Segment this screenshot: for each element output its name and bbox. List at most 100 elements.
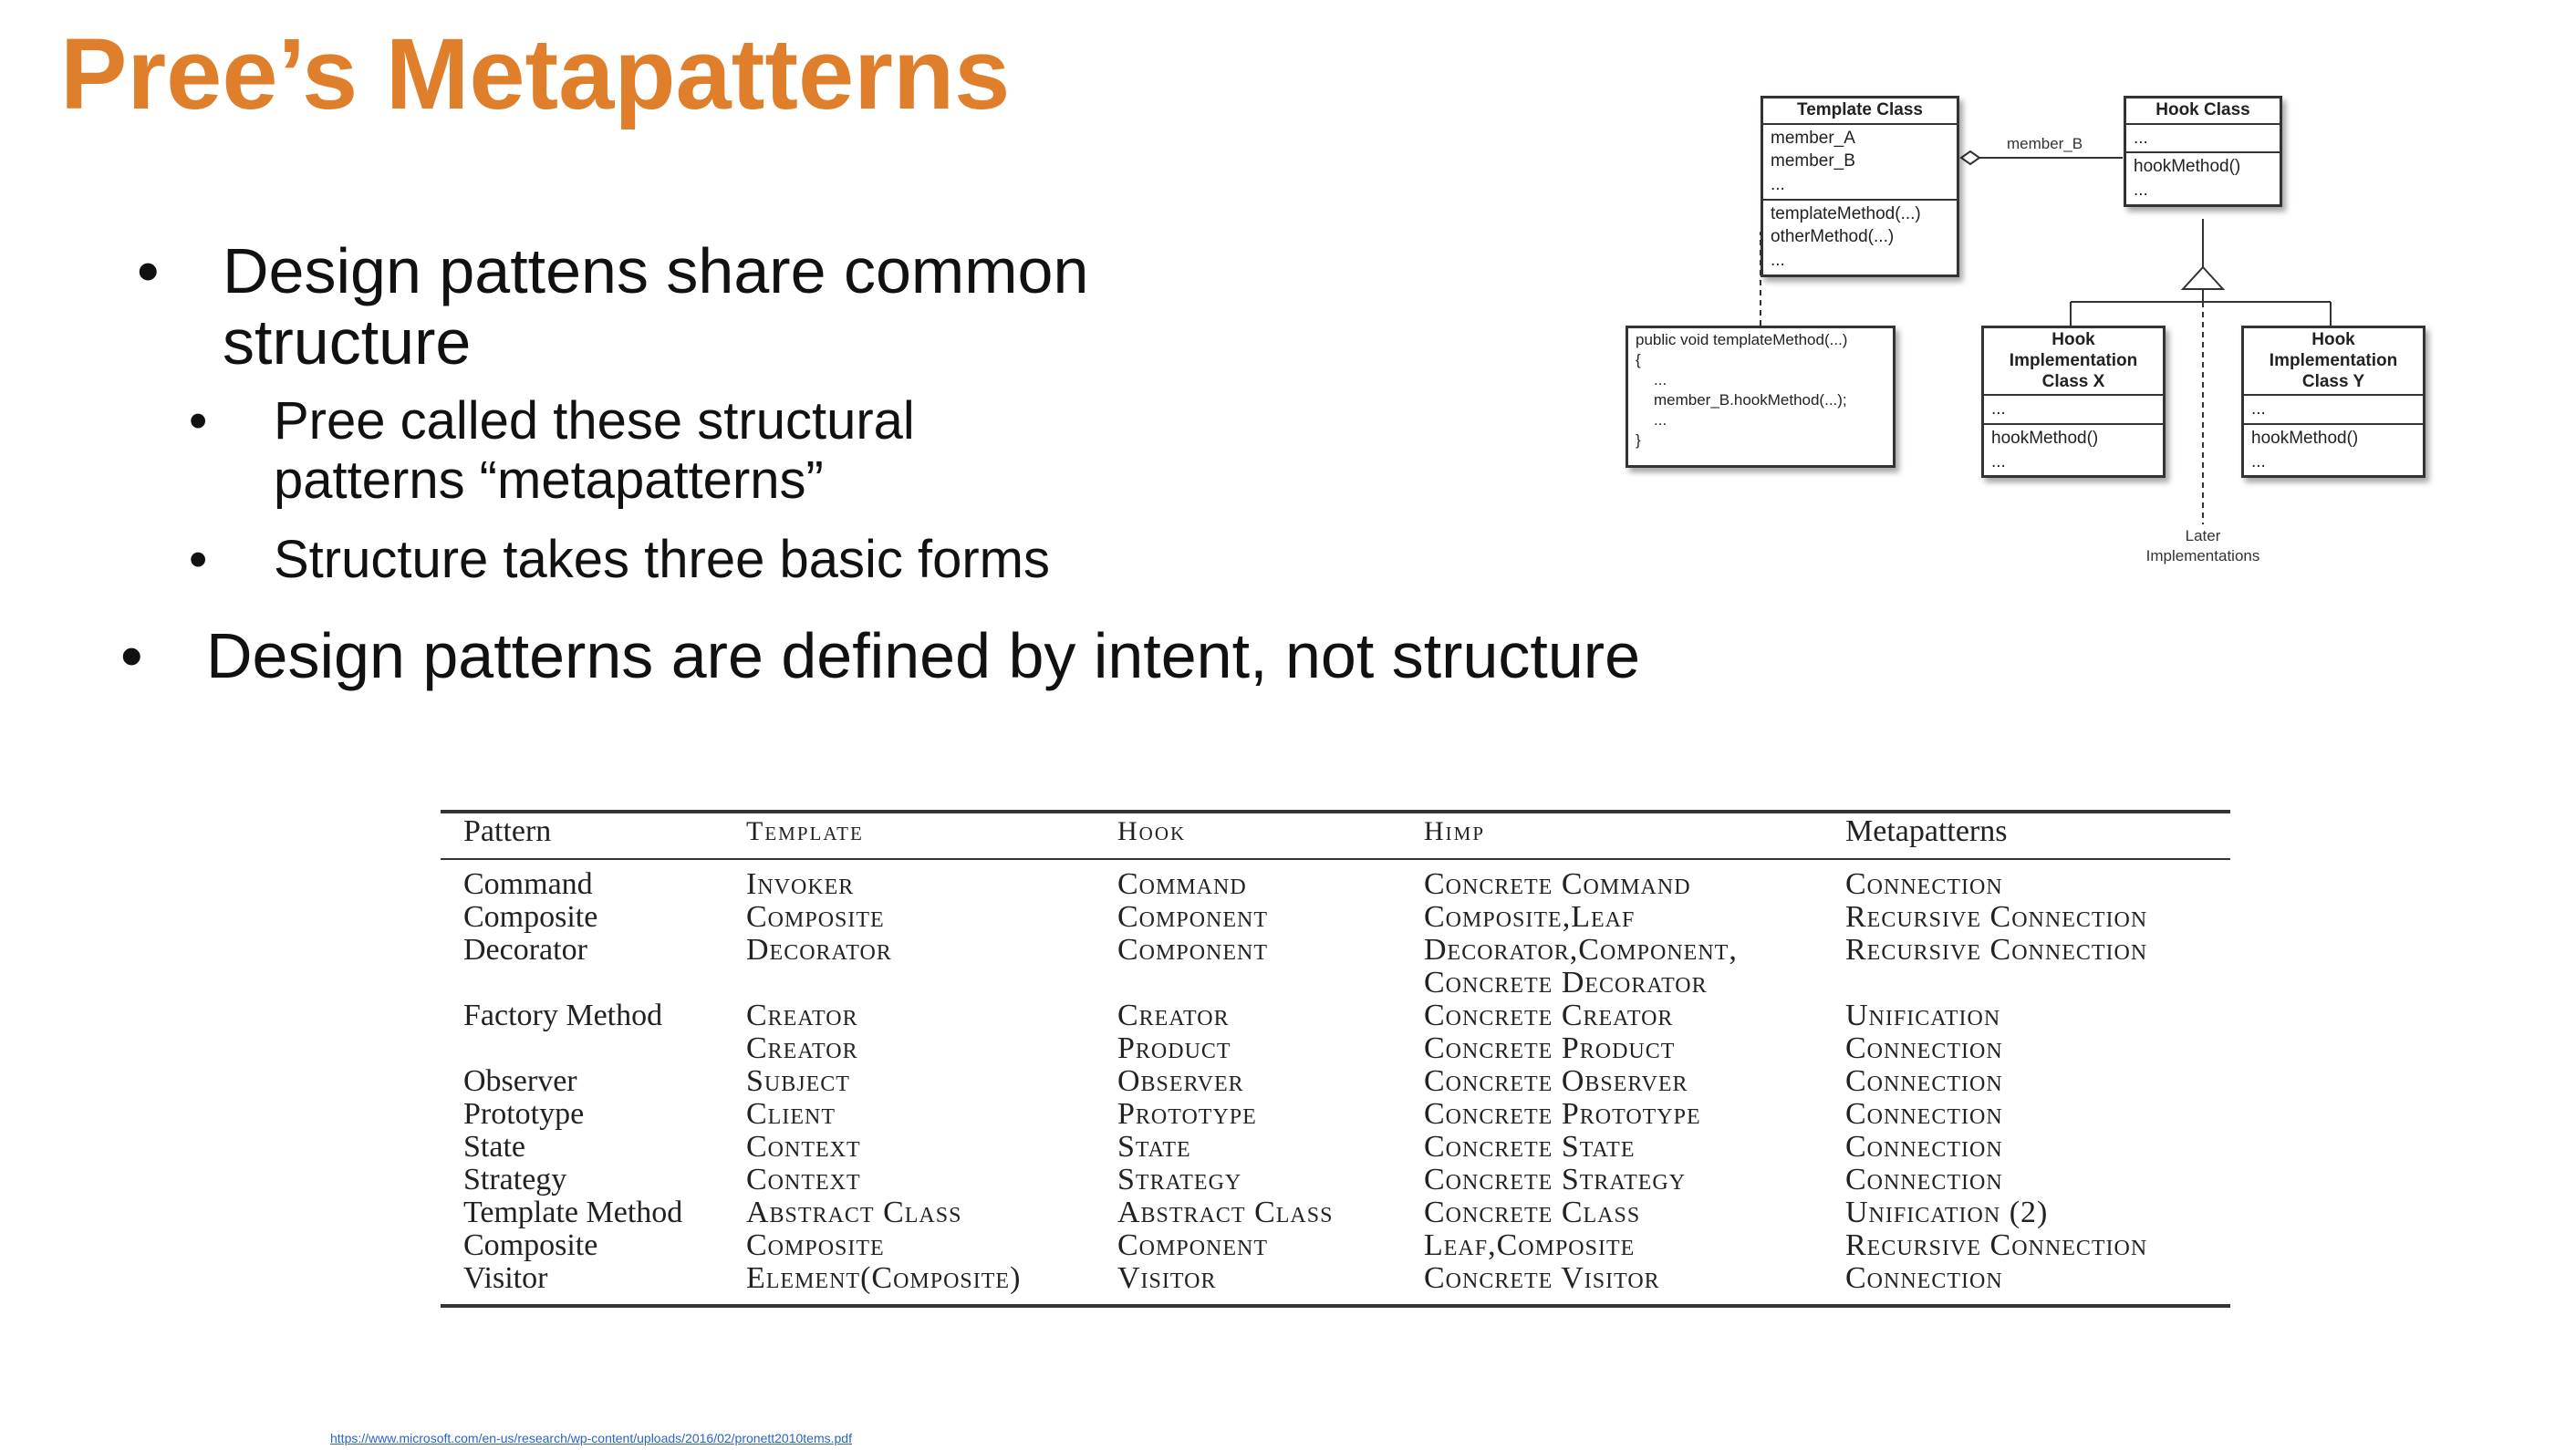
- cell-pattern: Strategy: [463, 1163, 567, 1196]
- cell-metapattern: Connection: [1845, 1163, 2003, 1196]
- cell-hook: Command: [1117, 867, 1247, 901]
- source-link[interactable]: https://www.microsoft.com/en-us/research…: [330, 1431, 852, 1445]
- title-line: Hook: [2051, 330, 2095, 349]
- cell-himp: Composite,Leaf: [1424, 900, 1636, 934]
- header-template: Template: [746, 816, 864, 846]
- hook-impl-y-title: Hook Implementation Class Y: [2244, 328, 2423, 397]
- cell-himp: Concrete Creator: [1424, 999, 1674, 1032]
- code-line: }: [1636, 431, 1641, 450]
- uml-method: ...: [2251, 451, 2266, 471]
- cell-template: Creator: [746, 999, 858, 1032]
- bullet-dot: •: [137, 235, 160, 306]
- template-class-box: Template Class member_A member_B ... tem…: [1761, 96, 1959, 277]
- table-row: Composite Composite Component Leaf,Compo…: [441, 1229, 2230, 1262]
- table-top-rule: [441, 810, 2230, 813]
- table-row: Command Invoker Command Concrete Command…: [441, 868, 2230, 901]
- code-line: member_B.hookMethod(...);: [1654, 391, 1847, 409]
- table-row: Template Method Abstract Class Abstract …: [441, 1196, 2230, 1229]
- table-row: Creator Product Concrete Product Connect…: [441, 1032, 2230, 1065]
- table-header-row: Pattern Template Hook Himp Metapatterns: [441, 815, 2230, 855]
- header-hook: Hook: [1117, 816, 1187, 846]
- table-row: Observer Subject Observer Concrete Obser…: [441, 1065, 2230, 1098]
- cell-hook: Component: [1117, 1228, 1269, 1262]
- cell-template: Decorator: [746, 933, 892, 967]
- uml-method: templateMethod(...): [1771, 203, 1921, 223]
- cell-hook: Creator: [1117, 999, 1230, 1032]
- bullet-text: Structure takes three basic forms: [274, 530, 1050, 589]
- uml-attribute: ...: [1771, 175, 1785, 195]
- template-class-methods: templateMethod(...) otherMethod(...) ...: [1763, 201, 1957, 274]
- code-note-box: public void templateMethod(...) { ... me…: [1626, 326, 1896, 468]
- table-row: Visitor Element(Composite) Visitor Concr…: [441, 1262, 2230, 1295]
- hook-impl-y-attributes: ...: [2244, 396, 2423, 426]
- code-line: public void templateMethod(...): [1636, 331, 1848, 348]
- cell-metapattern: Recursive Connection: [1845, 1228, 2148, 1262]
- cell-template: Element(Composite): [746, 1261, 1022, 1295]
- cell-hook: Visitor: [1117, 1261, 1217, 1295]
- uml-connectors: [1760, 150, 2332, 524]
- bullet-dot: •: [120, 620, 143, 691]
- table-row: Concrete Decorator: [441, 967, 2230, 999]
- cell-pattern: Prototype: [463, 1097, 585, 1131]
- cell-template: Subject: [746, 1064, 850, 1098]
- hook-class-attributes: ...: [2126, 125, 2280, 154]
- bullet-text: Design pattens share common structure: [223, 235, 1089, 378]
- cell-himp: Concrete Strategy: [1424, 1163, 1687, 1196]
- cell-himp: Concrete Prototype: [1424, 1097, 1701, 1131]
- hook-class-title: Hook Class: [2126, 98, 2280, 125]
- cell-himp: Concrete Command: [1424, 867, 1691, 901]
- code-note-lines: public void templateMethod(...) { ... me…: [1628, 328, 1893, 453]
- bullet-text: Design patterns are defined by intent, n…: [206, 620, 1641, 691]
- cell-himp: Concrete Visitor: [1424, 1261, 1660, 1295]
- uml-method: otherMethod(...): [1771, 227, 1895, 247]
- hook-class-box: Hook Class ... hookMethod() ...: [2124, 96, 2282, 207]
- association-label: member_B: [2007, 135, 2083, 152]
- cell-metapattern: Connection: [1845, 1130, 2003, 1164]
- later-implementations-label: Later Implementations: [2139, 526, 2267, 566]
- bullet-dot: •: [189, 391, 208, 451]
- cell-hook: Component: [1117, 900, 1269, 934]
- cell-himp: Concrete State: [1424, 1130, 1636, 1164]
- cell-himp: Concrete Decorator: [1424, 966, 1708, 999]
- cell-metapattern: Connection: [1845, 1031, 2003, 1065]
- cell-metapattern: Connection: [1845, 1097, 2003, 1131]
- cell-template: Client: [746, 1097, 836, 1131]
- uml-attribute: member_B: [1771, 151, 1855, 171]
- cell-template: Invoker: [746, 867, 855, 901]
- cell-himp: Decorator,Component,: [1424, 933, 1738, 967]
- cell-pattern: State: [463, 1130, 525, 1164]
- hook-impl-y-methods: hookMethod() ...: [2244, 425, 2423, 475]
- table-row: Prototype Client Prototype Concrete Prot…: [441, 1098, 2230, 1131]
- hook-impl-x-title: Hook Implementation Class X: [1984, 328, 2163, 397]
- cell-template: Abstract Class: [746, 1196, 962, 1229]
- cell-hook: Abstract Class: [1117, 1196, 1334, 1229]
- table-row: Factory Method Creator Creator Concrete …: [441, 999, 2230, 1032]
- cell-metapattern: Unification: [1845, 999, 2001, 1032]
- title-line: Hook: [2311, 330, 2355, 349]
- title-line: Implementation: [2009, 350, 2138, 370]
- code-line: ...: [1654, 411, 1667, 430]
- uml-attribute: ...: [2134, 128, 2148, 148]
- cell-hook: State: [1117, 1130, 1191, 1164]
- code-line: ...: [1654, 371, 1667, 389]
- table-header-rule: [441, 858, 2230, 860]
- cell-himp: Concrete Class: [1424, 1196, 1641, 1229]
- title-line: Implementation: [2269, 350, 2398, 370]
- cell-template: Context: [746, 1130, 861, 1164]
- cell-metapattern: Recursive Connection: [1845, 933, 2148, 967]
- template-class-attributes: member_A member_B ...: [1763, 125, 1957, 201]
- cell-metapattern: Connection: [1845, 867, 2003, 901]
- cell-template: Context: [746, 1163, 861, 1196]
- cell-hook: Product: [1117, 1031, 1231, 1065]
- cell-pattern: Factory Method: [463, 999, 663, 1032]
- uml-method: hookMethod(): [2251, 429, 2359, 449]
- cell-himp: Concrete Product: [1424, 1031, 1676, 1065]
- template-class-title: Template Class: [1763, 98, 1957, 125]
- uml-method: ...: [1771, 251, 1785, 270]
- table-row: Composite Composite Component Composite,…: [441, 901, 2230, 934]
- cell-template: Creator: [746, 1031, 858, 1065]
- cell-hook: Observer: [1117, 1064, 1244, 1098]
- bullet-dot: •: [189, 530, 208, 589]
- cell-hook: Prototype: [1117, 1097, 1257, 1131]
